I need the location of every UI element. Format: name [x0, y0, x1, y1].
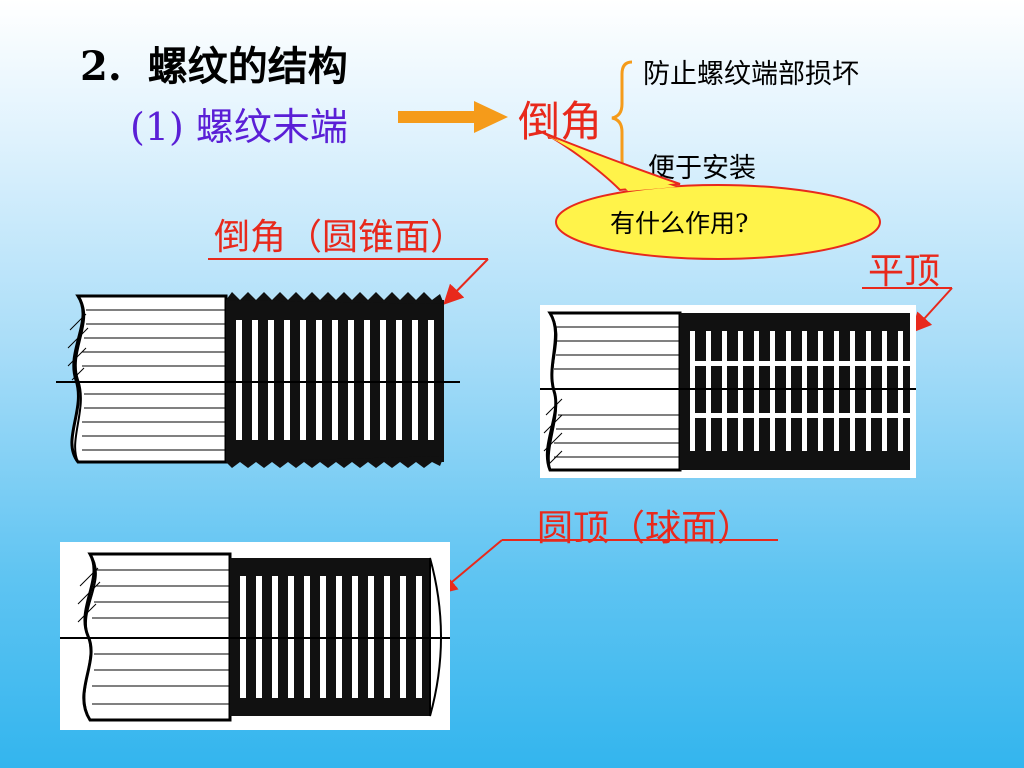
chamfer-label: 倒角: [518, 97, 603, 146]
slide-subtitle: (1)螺纹末端: [130, 96, 348, 151]
label-cone-chamfer: 倒角（圆锥面）: [214, 217, 467, 258]
title-text: 螺纹的结构: [147, 43, 348, 90]
question-text: 有什么作用?: [610, 209, 749, 238]
thread-panel-flat: [540, 305, 916, 478]
purpose-install: 便于安装: [648, 153, 756, 184]
slide-title: 2. 螺纹的结构: [80, 34, 348, 92]
label-round-top: 圆顶（球面）: [537, 508, 754, 549]
thread-drawing-flat: [540, 311, 916, 472]
purpose-protect: 防止螺纹端部损坏: [643, 59, 859, 90]
thread-drawing-round: [60, 552, 450, 722]
subtitle-text: 螺纹末端: [195, 105, 348, 149]
subtitle-number: (1): [130, 105, 184, 149]
label-flat-top: 平顶: [868, 251, 941, 292]
thread-panel-round: [60, 542, 450, 730]
thread-drawing-chamfer: [56, 292, 460, 468]
title-number: 2.: [80, 43, 122, 90]
